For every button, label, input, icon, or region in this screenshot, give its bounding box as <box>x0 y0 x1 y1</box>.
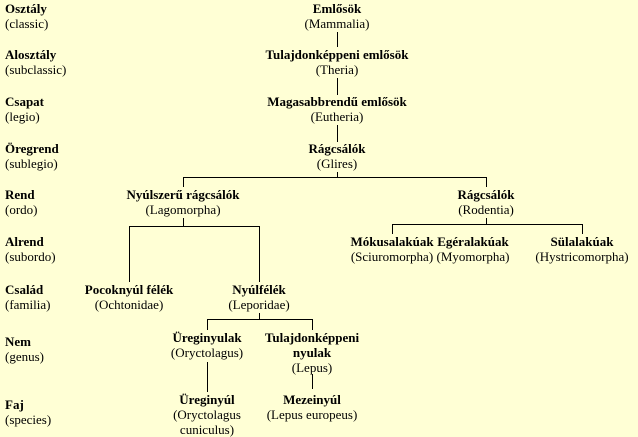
node-eutheria: Magasabbrendű emlősök(Eutheria) <box>267 94 407 124</box>
node-latin: (Oryctolagus <box>173 407 241 422</box>
node-ochotonidae: Pocoknyúl félék(Ochtonidae) <box>85 282 173 312</box>
node-latin: (Lepus europeus) <box>266 407 358 422</box>
rank-latin: (genus) <box>5 349 44 364</box>
node-latin: (Leporidae) <box>228 297 290 312</box>
node-latin: (Mammalia) <box>304 16 370 31</box>
rank-name: Csapat <box>5 94 45 109</box>
rank-latin: (subordo) <box>5 249 56 264</box>
node-leporidae: Nyúlfélék(Leporidae) <box>228 282 289 312</box>
node-name: Egéralakúak <box>437 234 509 249</box>
node-name: Emlősök <box>312 1 362 16</box>
rank-ordo: Rend(ordo) <box>5 187 38 217</box>
node-name: Nyúlszerű rágcsálók <box>126 187 240 202</box>
rank-sublegio: Öregrend(sublegio) <box>5 141 59 171</box>
rank-latin: (ordo) <box>5 202 38 217</box>
rank-subordo: Alrend(subordo) <box>5 234 56 264</box>
rank-name: Alrend <box>5 234 44 249</box>
node-name: Rágcsálók <box>457 187 515 202</box>
node-lagomorpha: Nyúlszerű rágcsálók(Lagomorpha) <box>126 187 239 217</box>
node-name: Mezeinyúl <box>283 392 341 407</box>
node-name: Üreginyúl <box>179 392 235 407</box>
rank-familia: Család(familia) <box>5 282 50 312</box>
rank-name: Alosztály <box>5 47 57 62</box>
rank-latin: (familia) <box>5 297 51 312</box>
rank-name: Osztály <box>5 1 47 16</box>
node-name: Magasabbrendű emlősök <box>267 94 407 109</box>
node-latin: (Lepus) <box>291 360 333 375</box>
rank-latin: (legio) <box>5 109 40 124</box>
node-europaeus: Mezeinyúl(Lepus europeus) <box>267 392 358 422</box>
rank-latin: (subclassic) <box>5 62 67 77</box>
node-latin: (Lagomorpha) <box>145 202 221 217</box>
node-latin: (Rodentia) <box>458 202 514 217</box>
node-sciuromorpha: Mókusalakúak(Sciuromorpha) <box>350 234 433 264</box>
node-latin: (Theria) <box>315 62 359 77</box>
rank-latin: (species) <box>5 412 52 427</box>
rank-name: Faj <box>5 397 24 412</box>
node-name: Sülalakúak <box>550 234 614 249</box>
node-name: Tulajdonképpeni <box>264 330 360 345</box>
node-name: Pocoknyúl félék <box>84 282 174 297</box>
rank-subclass: Alosztály(subclassic) <box>5 47 66 77</box>
node-latin: cuniculus) <box>179 422 235 437</box>
node-theria: Tulajdonképpeni emlősök(Theria) <box>266 47 409 77</box>
node-rodentia: Rágcsálók(Rodentia) <box>457 187 514 217</box>
rank-name: Öregrend <box>5 141 59 156</box>
node-latin: (Oryctolagus) <box>170 345 244 360</box>
node-hystricomorpha: Sülalakúak(Hystricomorpha) <box>535 234 628 264</box>
node-glires: Rágcsálók(Glires) <box>308 141 365 171</box>
rank-name: Rend <box>5 187 35 202</box>
node-name: Mókusalakúak <box>350 234 434 249</box>
node-latin: (Glires) <box>316 156 358 171</box>
rank-name: Család <box>5 282 44 297</box>
node-name: Nyúlfélék <box>232 282 286 297</box>
rank-latin: (sublegio) <box>5 156 58 171</box>
node-latin: (Hystricomorpha) <box>535 249 629 264</box>
node-name: Tulajdonképpeni emlősök <box>265 47 409 62</box>
rank-name: Nem <box>5 334 31 349</box>
node-latin: (Sciuromorpha) <box>350 249 434 264</box>
node-name: Üreginyulak <box>172 330 242 345</box>
rank-class: Osztály(classic) <box>5 1 48 31</box>
rank-species: Faj(species) <box>5 397 51 427</box>
node-mammalia: Emlősök(Mammalia) <box>305 1 370 31</box>
node-latin: (Eutheria) <box>310 109 364 124</box>
rank-latin: (classic) <box>5 16 49 31</box>
node-latin: (Myomorpha) <box>436 249 510 264</box>
rank-genus: Nem(genus) <box>5 334 44 364</box>
rank-legio: Csapat(legio) <box>5 94 44 124</box>
node-latin: (Ochtonidae) <box>94 297 164 312</box>
node-oryctolagus: Üreginyulak(Oryctolagus) <box>171 330 243 360</box>
node-name: Rágcsálók <box>308 141 366 156</box>
node-myomorpha: Egéralakúak(Myomorpha) <box>437 234 510 264</box>
node-name: nyulak <box>292 345 332 360</box>
